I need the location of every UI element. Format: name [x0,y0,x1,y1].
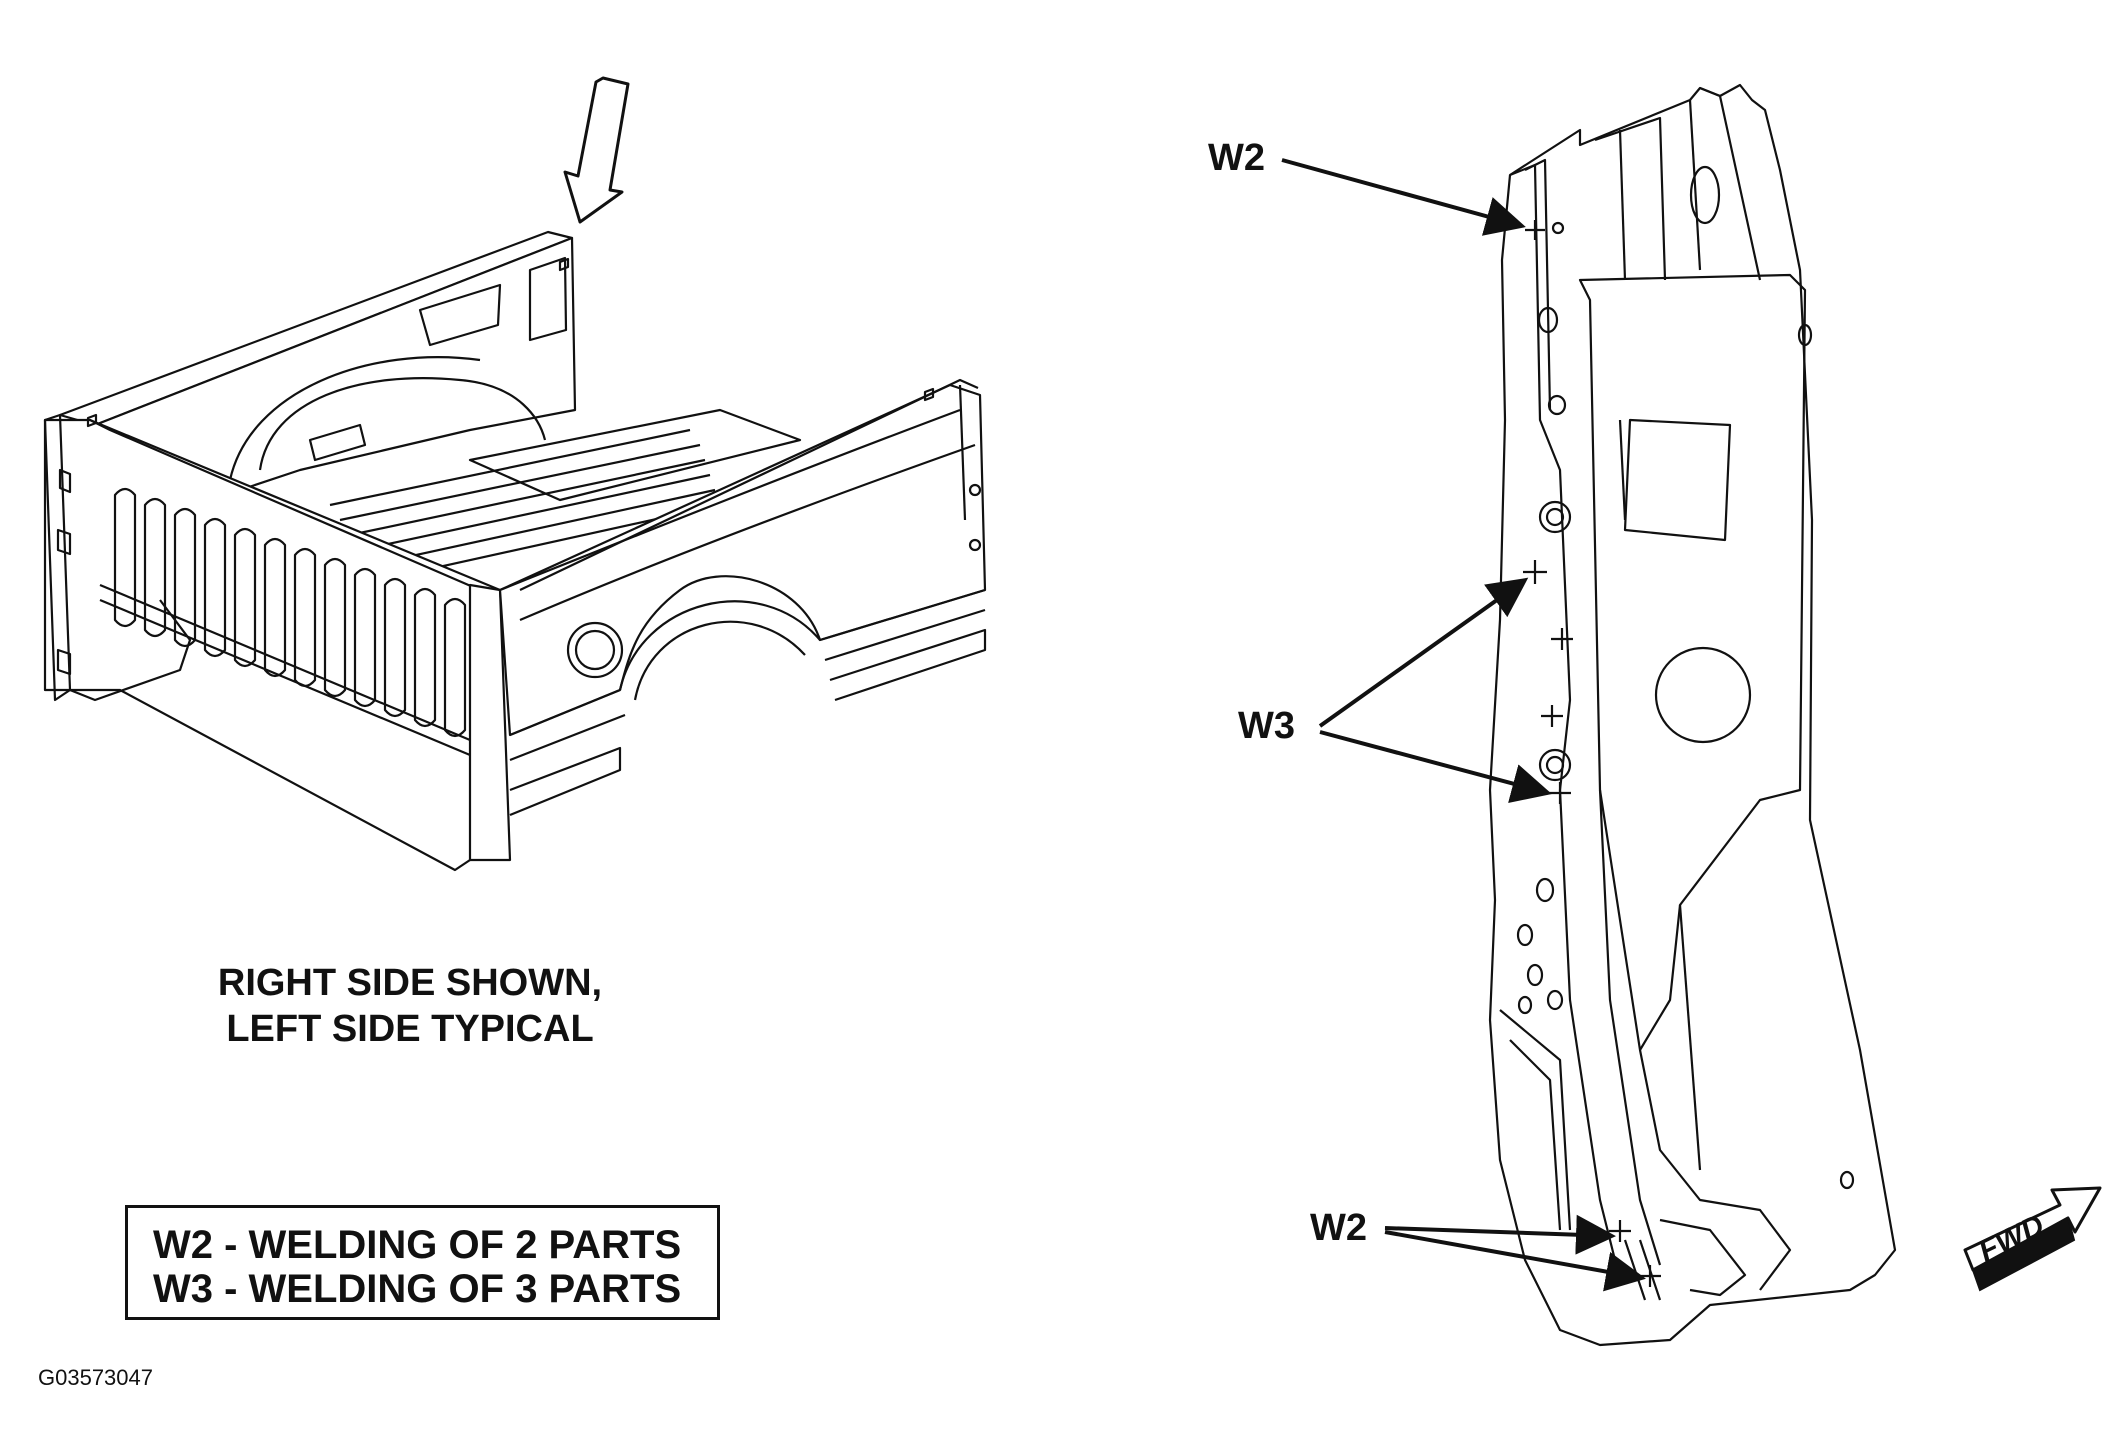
leader-w3-upper [1318,577,1529,728]
weld-legend: W2 - WELDING OF 2 PARTS W3 - WELDING OF … [125,1205,720,1320]
fwd-direction-arrow: FWD [1963,1186,2102,1292]
leader-w2-bottom-lower [1384,1230,1646,1292]
view-caption: RIGHT SIDE SHOWN, LEFT SIDE TYPICAL [150,960,670,1052]
legend-w3: W3 - WELDING OF 3 PARTS [153,1267,682,1311]
pickup-box-illustration [43,230,987,872]
caption-line-1: RIGHT SIDE SHOWN, [217,962,603,1004]
callout-w2-top: W2 [1208,137,1265,179]
location-arrow [563,76,630,224]
leader-w3-lower [1319,730,1552,804]
pillar-detail-illustration [1488,83,1897,1347]
legend-w2: W2 - WELDING OF 2 PARTS [153,1223,682,1267]
caption-line-2: LEFT SIDE TYPICAL [226,1008,594,1050]
callout-w3: W3 [1238,705,1295,747]
leader-w2-top [1281,158,1526,236]
callouts: W2 W3 W2 [1208,137,1646,1292]
callout-w2-bottom: W2 [1310,1207,1367,1249]
leader-w2-bottom-upper [1384,1214,1616,1255]
figure-id: G03573047 [38,1365,153,1390]
